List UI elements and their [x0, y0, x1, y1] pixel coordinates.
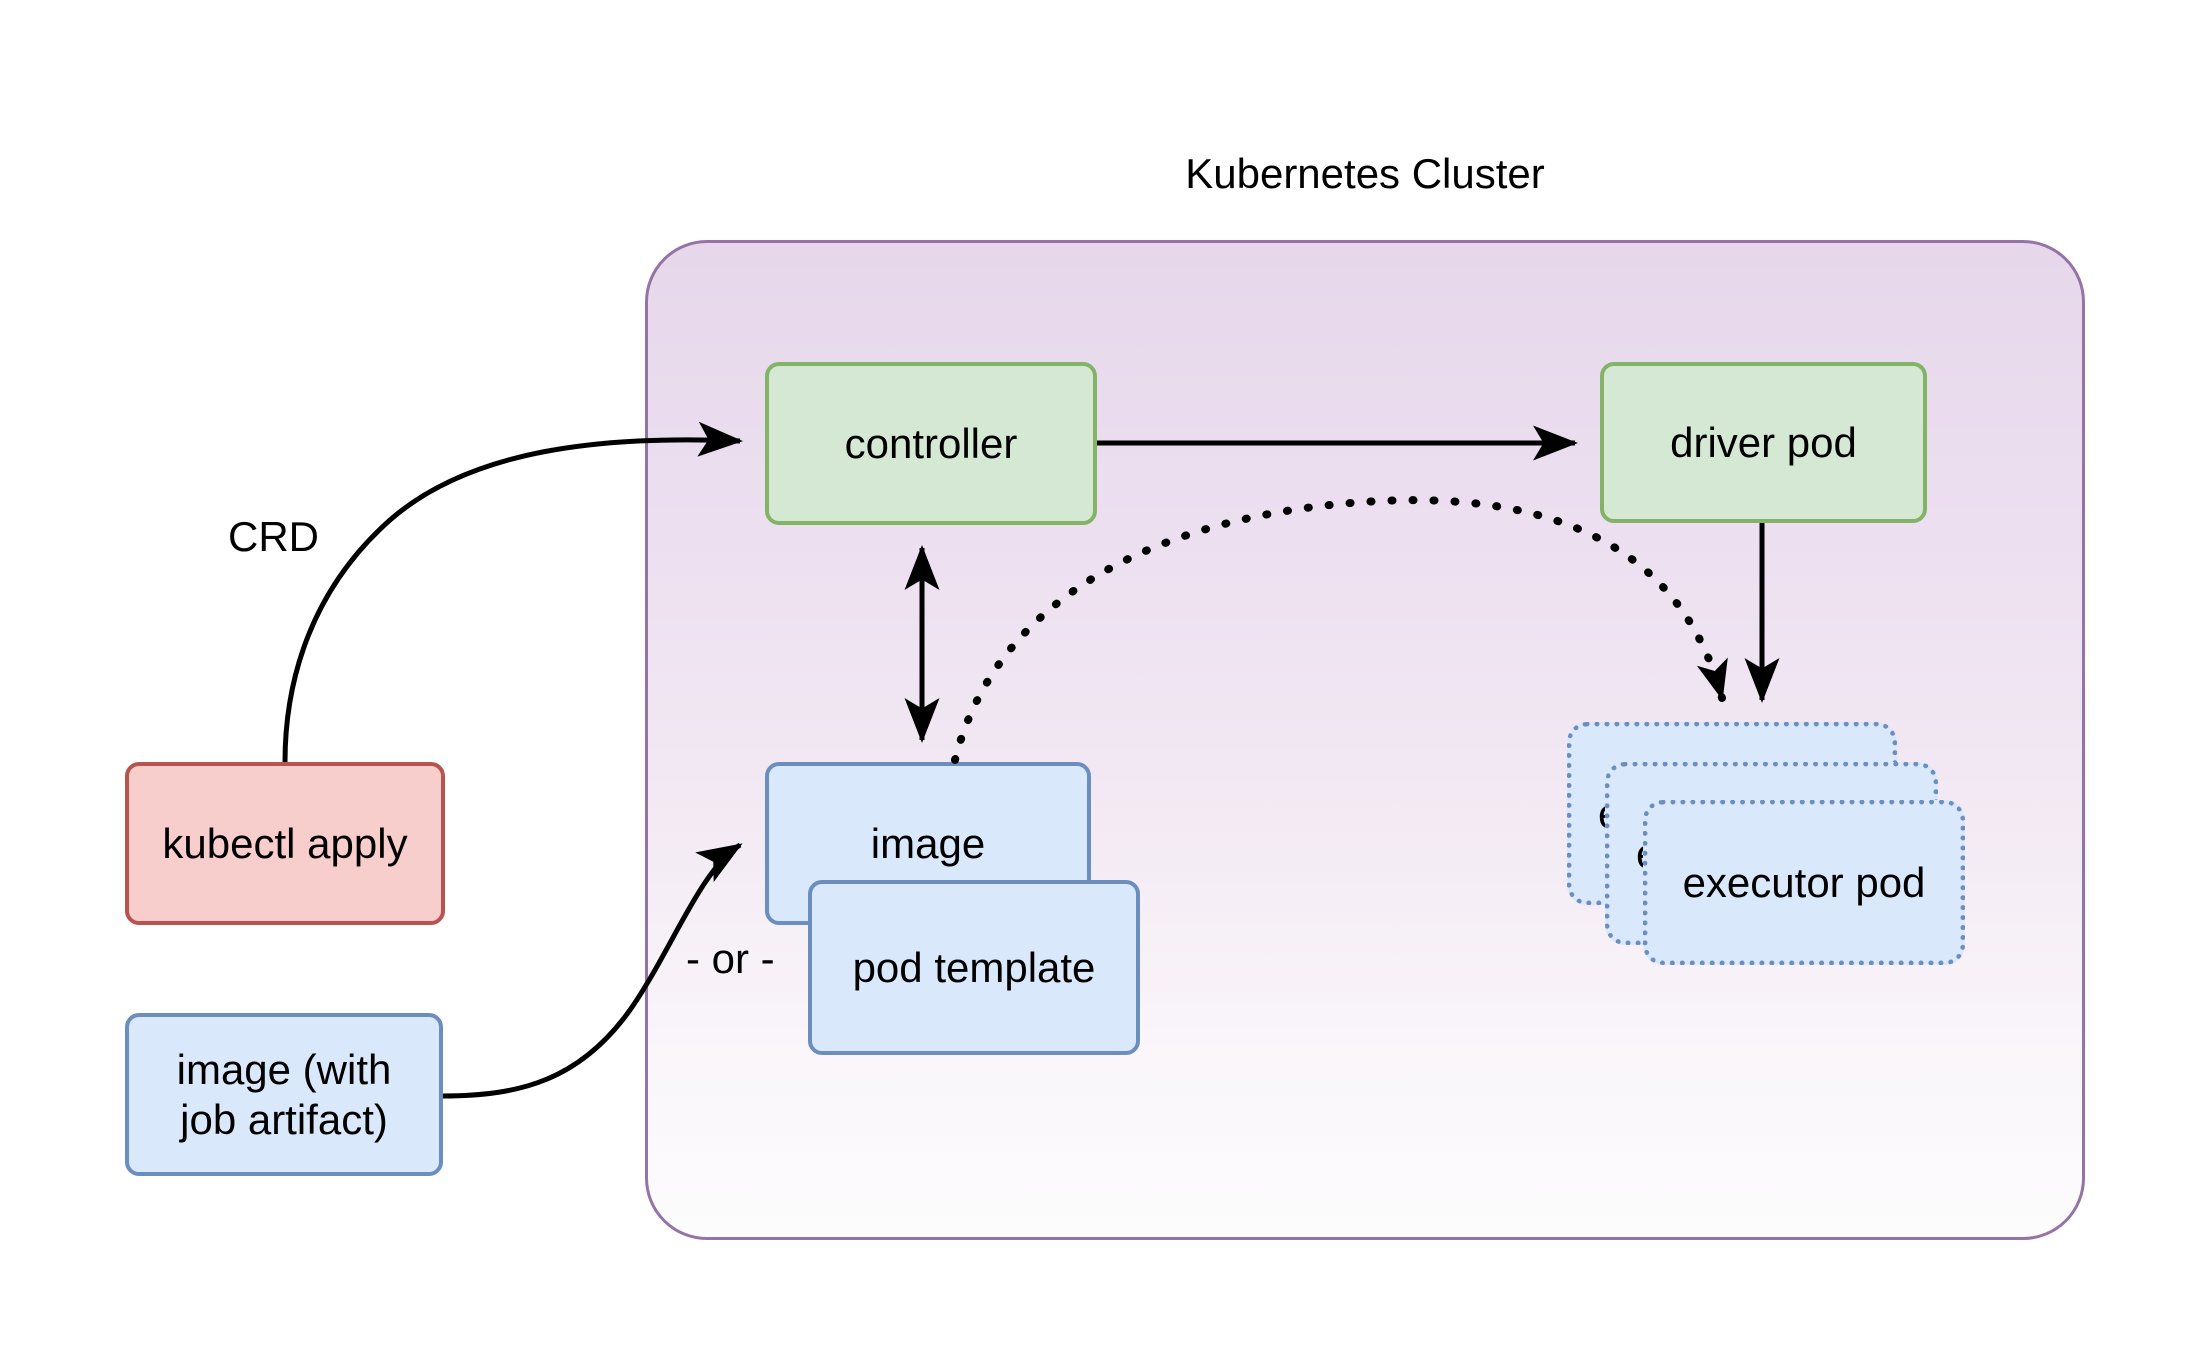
node-controller[interactable]: controller	[765, 362, 1097, 525]
edge-label-or: - or -	[686, 935, 775, 982]
node-pod-template[interactable]: pod template	[808, 880, 1140, 1055]
node-image-with-job-artifact-line1: image (with	[176, 1045, 392, 1093]
node-image-with-job-artifact-line2: job artifact)	[180, 1095, 388, 1143]
node-driver-pod[interactable]: driver pod	[1600, 362, 1927, 523]
node-executor-pod-front[interactable]: executor pod	[1643, 800, 1965, 965]
edge-label-crd: CRD	[228, 513, 319, 560]
node-image-with-job-artifact[interactable]: image (with job artifact)	[125, 1013, 443, 1176]
node-kubectl-apply[interactable]: kubectl apply	[125, 762, 445, 925]
cluster-title: Kubernetes Cluster	[1185, 150, 1545, 197]
